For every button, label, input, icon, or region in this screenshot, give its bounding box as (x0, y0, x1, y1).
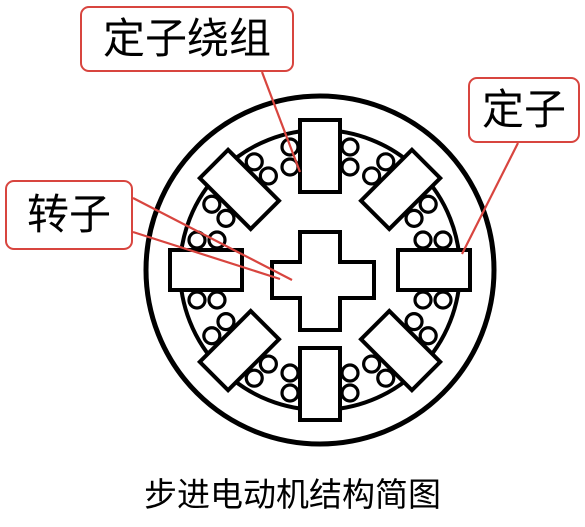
winding-coil (207, 230, 227, 250)
stator-winding-callout: 定子绕组 (80, 6, 294, 72)
stator-leader-line (461, 142, 519, 255)
winding-coil (187, 290, 207, 310)
winding-coil (413, 290, 433, 310)
rotor-leader-line-lower (132, 230, 281, 281)
winding-coil (418, 194, 438, 214)
winding-coil-group (413, 230, 453, 310)
winding-coil-group (202, 312, 278, 388)
stator-pole (358, 308, 444, 394)
winding-coil (404, 312, 424, 332)
winding-coil (340, 157, 360, 177)
motor-housing-outer (143, 93, 497, 447)
winding-coil (433, 290, 453, 310)
winding-coil (340, 137, 360, 157)
stator-windings (187, 137, 453, 403)
rotor-leader-line-upper (132, 197, 293, 281)
stator-pole (396, 248, 472, 292)
winding-coil (258, 354, 278, 374)
winding-coil (202, 326, 222, 346)
winding-coil (404, 208, 424, 228)
stator-callout: 定子 (468, 77, 580, 143)
winding-coil-group (362, 152, 438, 228)
stator-pole (196, 308, 282, 394)
stator-pole (298, 118, 342, 194)
winding-coil (362, 166, 382, 186)
winding-coil (362, 354, 382, 374)
winding-coil-group (202, 152, 278, 228)
winding-coil (202, 194, 222, 214)
stator-pole (298, 346, 342, 422)
rotor (270, 230, 376, 332)
winding-coil (340, 363, 360, 383)
winding-coil (280, 383, 300, 403)
winding-leader-line (260, 71, 302, 173)
stator-label: 定子 (481, 85, 566, 134)
winding-coil (207, 290, 227, 310)
winding-coil (376, 152, 396, 172)
rotor-label: 转子 (26, 190, 111, 239)
winding-coil (244, 368, 264, 388)
stator-pole (358, 146, 444, 232)
winding-coil (433, 230, 453, 250)
winding-coil-group (280, 363, 360, 403)
winding-coil (376, 368, 396, 388)
stator-poles (168, 118, 472, 422)
winding-coil (280, 363, 300, 383)
winding-coil-group (187, 230, 227, 310)
winding-coil (258, 166, 278, 186)
winding-coil (340, 383, 360, 403)
winding-coil (413, 230, 433, 250)
rotor-callout: 转子 (5, 180, 133, 250)
stator-winding-label: 定子绕组 (102, 14, 271, 63)
winding-coil (216, 208, 236, 228)
diagram-caption: 步进电动机结构简图 (144, 475, 441, 514)
winding-coil (244, 152, 264, 172)
winding-coil-group (362, 312, 438, 388)
winding-coil (216, 312, 236, 332)
stator-pole (196, 146, 282, 232)
winding-coil (418, 326, 438, 346)
